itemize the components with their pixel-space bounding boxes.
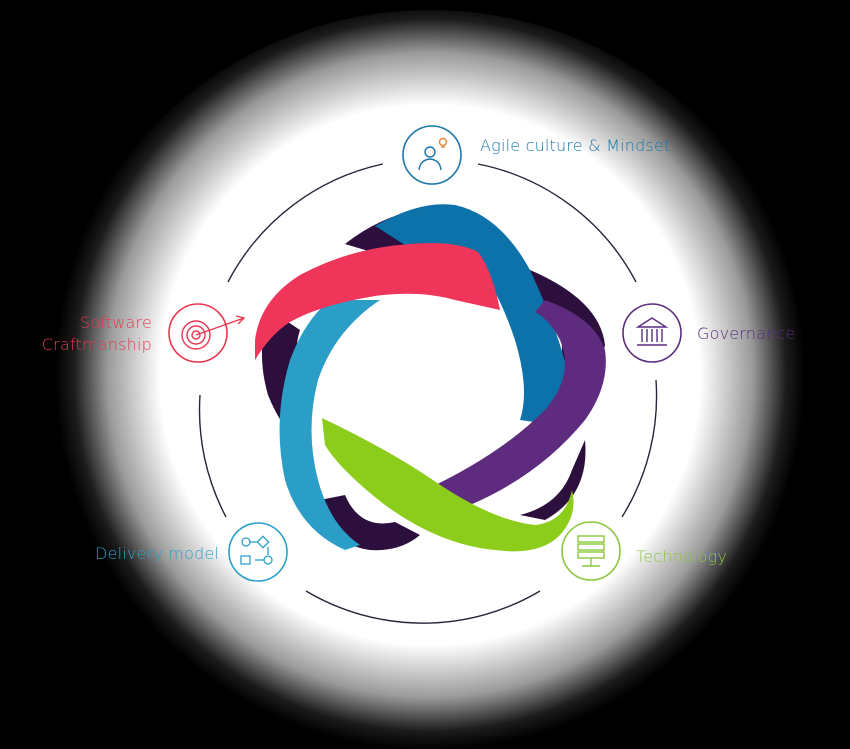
ribbon-cyan <box>279 300 380 550</box>
institution-building-icon <box>635 317 669 346</box>
node-label-technology: Technology <box>636 547 728 566</box>
ribbon-blue <box>375 204 570 425</box>
node-craft <box>168 303 246 363</box>
ring-arc-bottom <box>305 590 541 624</box>
connector-ring <box>198 163 658 624</box>
node-technology <box>561 521 621 581</box>
glow-background <box>50 10 810 749</box>
ring-arc-right <box>621 379 658 518</box>
server-rack-icon <box>577 535 605 567</box>
ring-arc-top-right <box>477 163 637 283</box>
node-label-governance: Governance <box>697 324 796 343</box>
person-lightbulb-icon <box>418 137 448 171</box>
node-label-craft-line2: Craftmanship <box>41 335 152 354</box>
ribbon-green <box>322 418 574 552</box>
target-arrow-icon <box>181 315 246 350</box>
node-delivery <box>228 522 288 582</box>
node-label-agile: Agile culture & Mindset <box>480 136 671 155</box>
ribbon-red <box>255 243 500 360</box>
ring-arc-left <box>198 394 227 518</box>
ring-arc-top <box>227 163 384 283</box>
process-flow-icon <box>240 535 273 565</box>
node-agile <box>402 125 462 185</box>
node-label-delivery: Delivery model <box>95 544 220 563</box>
node-label-craft-line1: Software <box>79 313 152 332</box>
ribbon-purple <box>425 300 606 505</box>
node-governance <box>622 303 682 363</box>
node-label-craft: Software Craftmanship <box>40 312 152 356</box>
interwoven-ribbon-logo <box>255 204 606 552</box>
